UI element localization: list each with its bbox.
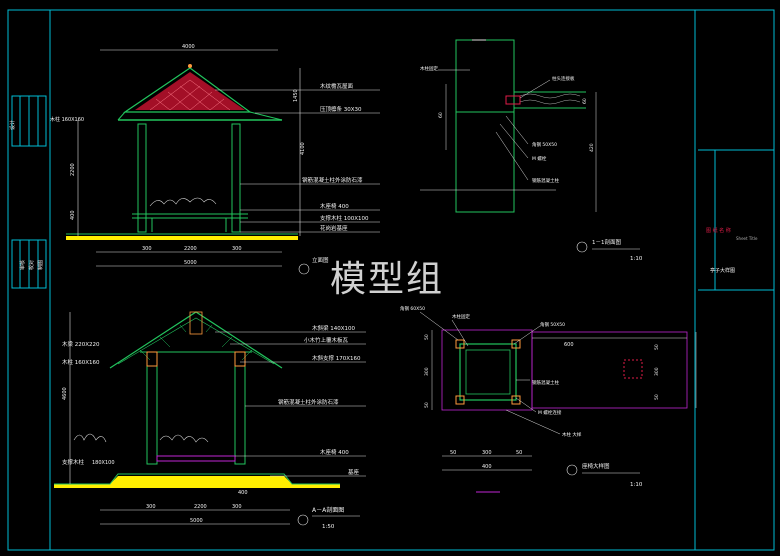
sec-note-5: 木座椅 400 xyxy=(320,448,349,456)
plan-column xyxy=(459,343,517,401)
plan-label-2: 木柱固定 xyxy=(452,313,470,320)
strip-label-2: 审核 xyxy=(19,260,26,270)
sec-small-dim: 400 xyxy=(238,490,248,496)
plan-label-1: 角钢 60X50 xyxy=(400,305,425,312)
detail1-dim-2: 420 xyxy=(589,143,595,152)
plan-dim-b2: 300 xyxy=(482,450,492,456)
plan-label-6: 木柱 大样 xyxy=(562,431,582,438)
plan-label-4: 钢筋混凝土柱 xyxy=(532,379,559,386)
sec-post-right xyxy=(234,351,246,465)
elev-vdim-total: 4100 xyxy=(300,142,306,155)
elev-title: 立面图 xyxy=(312,256,329,264)
section-view: 300 2200 300 5000 4600 400 木梁 220X220 木柱… xyxy=(54,311,366,530)
elev-dim-b3: 300 xyxy=(232,246,242,252)
plan-label-5: M 螺栓连接 xyxy=(538,409,562,416)
sec-base xyxy=(54,476,340,488)
detail1-connector xyxy=(505,95,521,105)
sec-roof xyxy=(109,311,283,369)
elev-note-5: 支撑木柱 100X100 xyxy=(320,214,369,222)
sec-note-4: 钢筋混凝土柱外涂防石漆 xyxy=(278,398,339,406)
detail1-dim-1b: 60 xyxy=(582,98,588,104)
strip-label-1: 设计 xyxy=(9,120,16,130)
sec-left-2: 木柱 160X160 xyxy=(62,358,100,366)
plan-vdim-2: 300 xyxy=(424,367,430,376)
elev-note-2: 压顶檩条 30X30 xyxy=(320,105,362,113)
sec-post-left xyxy=(146,351,158,465)
elev-note-6: 花岗岩基座 xyxy=(320,224,348,232)
sec-dim-b1: 300 xyxy=(146,504,156,510)
plan-label-3: 角钢 50X50 xyxy=(540,321,565,328)
elevation-view: 4000 300 2200 300 5000 2200 400 木柱 160X1… xyxy=(50,44,380,275)
elev-base xyxy=(66,236,298,240)
sec-title: A－A剖面图 xyxy=(312,506,344,514)
sec-left-1: 木梁 220X220 xyxy=(62,340,100,348)
plan-detail: 角钢 60X50 木柱固定 角钢 50X50 钢筋混凝土柱 M 螺栓连接 木柱 … xyxy=(400,305,697,493)
elev-dim-b1: 300 xyxy=(142,246,152,252)
detail1-label-4: M 螺栓 xyxy=(532,155,547,162)
sec-left-small: 180X100 xyxy=(92,460,115,466)
elev-note-3: 钢筋混凝土柱外涂防石漆 xyxy=(302,176,363,184)
plan-scale: 1:10 xyxy=(630,482,643,488)
sec-dim-b3: 300 xyxy=(232,504,242,510)
detail-1-1: 木柱固定 柱头连接板 角钢 50X50 M 螺栓 钢筋混凝土柱 60 420 6… xyxy=(420,39,643,262)
elev-shrubs xyxy=(149,197,217,207)
plan-red-box xyxy=(623,359,643,379)
watermark: 模型组 xyxy=(330,259,445,300)
elev-post-left xyxy=(137,123,147,233)
sec-dim-total: 5000 xyxy=(190,518,203,524)
sec-note-1: 木斜梁 140X100 xyxy=(312,324,356,332)
sec-vdim: 4600 xyxy=(62,387,68,400)
elev-dim-top: 4000 xyxy=(182,44,195,50)
detail1-label-5: 钢筋混凝土柱 xyxy=(532,177,559,184)
plan-vdim-1: 50 xyxy=(424,334,430,340)
sec-note-6: 基座 xyxy=(348,468,360,476)
plan-rdim-1: 50 xyxy=(654,344,660,350)
plan-seat xyxy=(531,331,688,409)
plan-rdim-2: 300 xyxy=(654,367,660,376)
elev-vdim-1: 2200 xyxy=(70,163,76,176)
detail1-dim-1: 60 xyxy=(438,112,444,118)
plan-title: 座椅大样图 xyxy=(582,462,610,470)
plan-dim-b3: 50 xyxy=(516,450,522,456)
sec-seat xyxy=(156,455,236,462)
elev-post-right xyxy=(231,123,241,233)
sec-dim-b2: 2200 xyxy=(194,504,207,510)
elev-dim-b2: 2200 xyxy=(184,246,197,252)
plan-vdim-3: 50 xyxy=(424,402,430,408)
elev-vdim-0: 1450 xyxy=(293,89,299,102)
detail1-column xyxy=(455,39,515,213)
detail1-title: 1－1剖面图 xyxy=(592,238,621,246)
strip-label-3: 校对 xyxy=(28,260,35,270)
elev-dim-total: 5000 xyxy=(184,260,197,266)
elev-note-1: 木纹檐瓦屋面 xyxy=(320,82,354,90)
plan-dim-total: 400 xyxy=(482,464,492,470)
plan-dim-top: 600 xyxy=(564,342,574,348)
detail1-scale: 1:10 xyxy=(630,256,643,262)
elev-note-4: 木座椅 400 xyxy=(320,202,349,210)
sec-note-2: 小木竹上覆木板瓦 xyxy=(304,336,349,344)
detail1-label-2: 柱头连接板 xyxy=(552,75,575,82)
elev-vdim-2: 400 xyxy=(70,210,76,220)
sec-left-3: 支撑木柱 xyxy=(62,458,85,466)
plan-dim-b1: 50 xyxy=(450,450,456,456)
title-block-sheet-title-en: Sheet Title xyxy=(736,236,758,241)
drawing-frame xyxy=(7,9,775,551)
detail1-label-3: 角钢 50X50 xyxy=(532,141,557,148)
title-block-sheet-title: 图 纸 名 称 xyxy=(706,227,731,234)
strip-label-4: 制图 xyxy=(37,260,44,270)
title-block-drawing-name: 亭子大样图 xyxy=(710,267,735,274)
elev-left-label: 木柱 160X160 xyxy=(50,116,84,123)
sec-note-3: 木斜支撑 170X160 xyxy=(312,354,361,362)
elev-roof-tiles xyxy=(135,72,245,110)
plan-rdim-3: 50 xyxy=(654,394,660,400)
sec-scale: 1:50 xyxy=(322,524,335,530)
detail1-label-1: 木柱固定 xyxy=(420,65,438,72)
